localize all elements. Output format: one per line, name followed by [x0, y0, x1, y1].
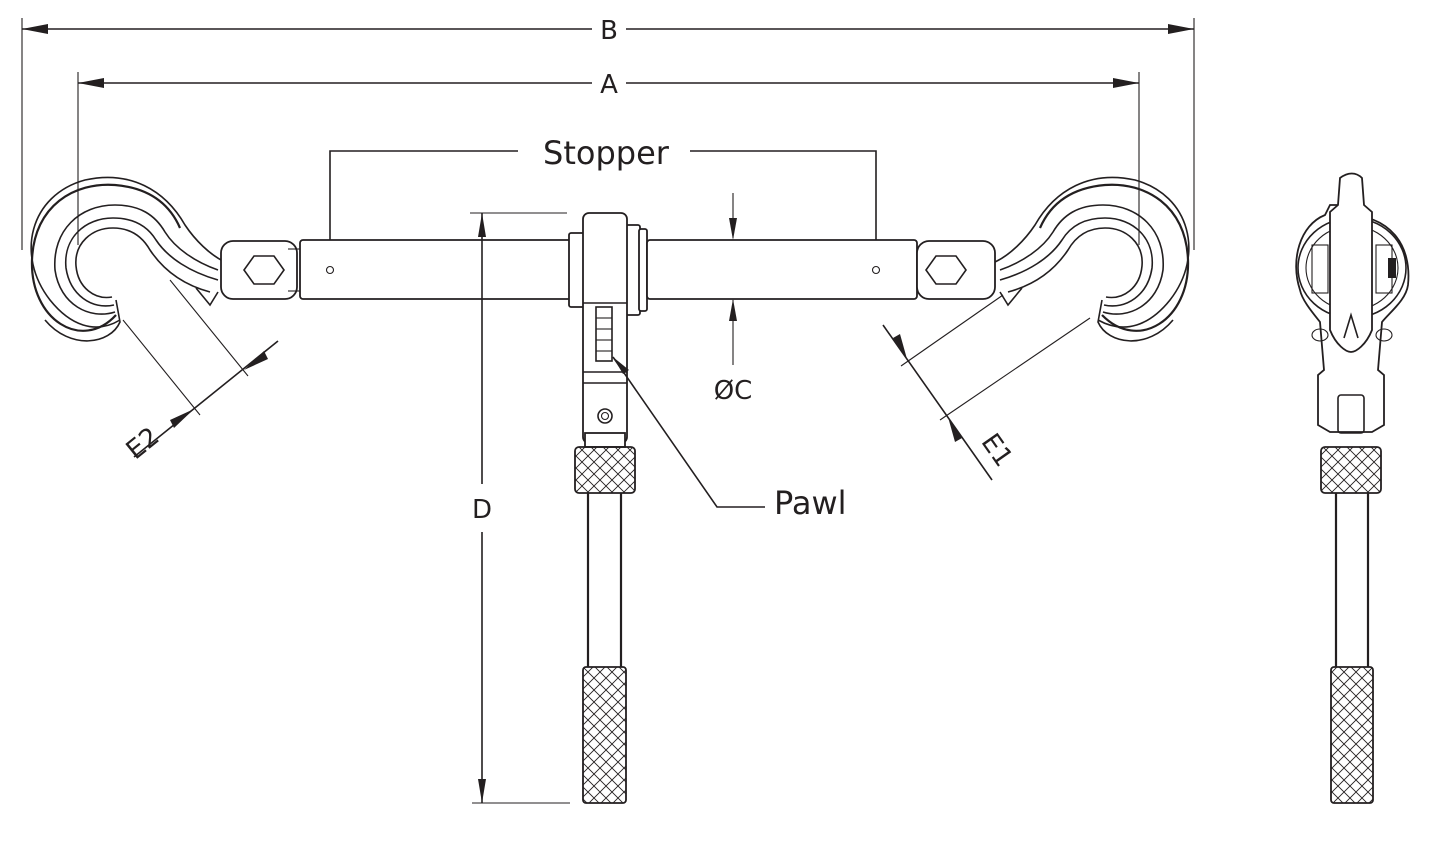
- left-hook-outer: [30, 176, 226, 328]
- dimension-e2-label: E2: [121, 422, 166, 466]
- handle-upper-grip: [574, 446, 636, 494]
- ratchet-head: [568, 212, 648, 448]
- dimension-e1: E1: [882, 294, 1091, 481]
- dimension-e2-extension-1: [122, 319, 201, 416]
- right-hook-outer: [994, 176, 1190, 328]
- left-barrel-tube: [299, 239, 573, 300]
- left-swivel-body: [220, 240, 298, 300]
- dimension-e1-extension-2: [939, 317, 1091, 421]
- side-upper-grip: [1320, 446, 1382, 494]
- left-hook-tip: [44, 299, 121, 342]
- stopper-label: Stopper: [543, 134, 670, 172]
- left-hook-inner-3: [75, 227, 211, 299]
- right-hook-inner-3: [1007, 227, 1143, 299]
- right-hook-latch: [999, 287, 1023, 307]
- ratchet-ring: [638, 228, 648, 312]
- stopper-leader-left: [329, 150, 518, 266]
- dimension-b: B: [21, 16, 1195, 250]
- dimension-d-label: D: [472, 495, 492, 525]
- dimension-c: ØC: [714, 193, 753, 406]
- front-view: [30, 176, 1190, 804]
- arrowhead-icon: [613, 357, 629, 374]
- arrowhead-icon: [1168, 24, 1194, 34]
- side-view: [1295, 172, 1410, 804]
- pawl-label: Pawl: [774, 484, 847, 522]
- side-ear-right: [1375, 328, 1393, 342]
- stopper-leader-right: [690, 150, 877, 266]
- arrowhead-icon: [22, 24, 48, 34]
- handle-pivot-pin-inner: [600, 411, 610, 421]
- right-hook-inner-2: [999, 217, 1153, 307]
- right-hex-nut: [925, 255, 967, 285]
- arrowhead-icon: [729, 299, 737, 321]
- side-gear-teeth-left: [1311, 244, 1329, 294]
- dimension-e1-line: [882, 324, 993, 481]
- right-hook-body: [1038, 183, 1190, 332]
- arrowhead-icon: [729, 218, 737, 240]
- arrowhead-icon: [78, 78, 104, 88]
- handle-lower-grip: [582, 666, 627, 804]
- dimension-e1-extension-1: [900, 294, 1004, 367]
- dimension-b-label: B: [600, 16, 618, 46]
- left-hook-inner-2: [65, 217, 219, 307]
- dimension-a: A: [77, 70, 1140, 245]
- left-stopper-hole: [325, 265, 335, 275]
- dimension-e2-line: [133, 340, 279, 458]
- dimension-c-label: ØC: [714, 376, 753, 406]
- pawl-callout: Pawl: [612, 356, 847, 522]
- side-lever-tip: [1343, 312, 1359, 339]
- arrowhead-icon: [478, 779, 486, 803]
- side-release-lever: [1329, 172, 1373, 353]
- left-hook-inner-1: [54, 204, 219, 315]
- side-handle-clevis: [1337, 394, 1365, 434]
- pawl-body: [595, 306, 613, 362]
- arrowhead-icon: [1113, 78, 1139, 88]
- dimension-d: D: [470, 212, 570, 804]
- right-swivel: [916, 240, 996, 300]
- arrowhead-icon: [244, 351, 268, 370]
- pawl-leader: [612, 356, 765, 508]
- right-hook-inner-1: [999, 204, 1164, 315]
- right-barrel-tube: [646, 239, 918, 300]
- handle-pivot-pin: [597, 408, 613, 424]
- arrowhead-icon: [478, 213, 486, 237]
- left-hook-body: [30, 183, 182, 332]
- ratchet-collar-right: [625, 224, 641, 316]
- right-swivel-body: [916, 240, 996, 300]
- right-hook: [994, 176, 1190, 342]
- side-pawl-detail: [1388, 258, 1396, 278]
- arrowhead-icon: [170, 409, 194, 428]
- right-stopper-hole: [871, 265, 881, 275]
- left-hook-latch: [195, 287, 219, 307]
- side-ear-left: [1311, 328, 1329, 342]
- left-hex-nut: [243, 255, 285, 285]
- right-hook-tip: [1097, 299, 1174, 342]
- arrowhead-icon: [948, 417, 962, 442]
- ratchet-handle: [574, 446, 636, 804]
- left-hook: [30, 176, 226, 342]
- dimension-e2-extension-2: [169, 279, 249, 377]
- side-lower-grip: [1330, 666, 1374, 804]
- handle-neck: [584, 432, 626, 448]
- dimension-a-label: A: [600, 70, 618, 100]
- arrowhead-icon: [893, 334, 907, 359]
- dimension-e2: E2: [121, 279, 279, 466]
- left-swivel: [220, 240, 300, 300]
